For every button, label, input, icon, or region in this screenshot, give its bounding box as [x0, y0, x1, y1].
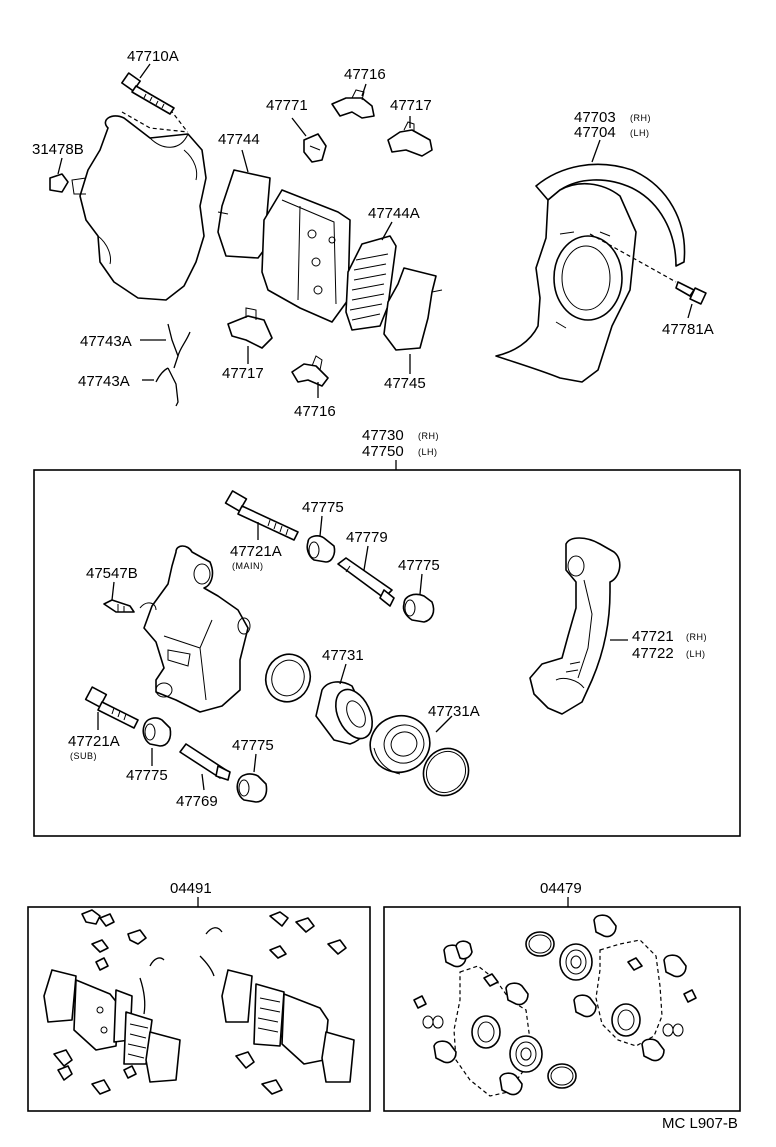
shim-47744A: [345, 235, 397, 331]
label-47721: 47721: [632, 628, 674, 645]
label-47775-d: 47775: [232, 737, 274, 754]
label-47704: 47704: [574, 124, 616, 141]
seal-kit-frame: [383, 906, 741, 1112]
label-47779: 47779: [346, 529, 388, 546]
bolt-47721A-sub: [84, 686, 139, 729]
bushing-47775-c: [142, 717, 172, 747]
piston-47731: [315, 681, 373, 745]
label-47775-c: 47775: [126, 767, 168, 784]
label-47721A-main: 47721A: [230, 543, 282, 560]
label-47710A: 47710A: [127, 48, 179, 65]
bolt-47710A: [121, 72, 175, 115]
snap-ring: [422, 747, 470, 797]
label-47722: 47722: [632, 645, 674, 662]
label-47716-bottom: 47716: [294, 403, 336, 420]
bushing-47775-b: [402, 593, 435, 623]
spring-47717-bottom: [227, 307, 273, 349]
label-47775-a: 47775: [302, 499, 344, 516]
label-47743A-b: 47743A: [78, 373, 130, 390]
label-47744: 47744: [218, 131, 260, 148]
shim-47745: [383, 267, 443, 351]
label-47731: 47731: [322, 647, 364, 664]
label-47730: 47730: [362, 427, 404, 444]
label-47769: 47769: [176, 793, 218, 810]
label-47721A-sub: 47721A: [68, 733, 120, 750]
label-47721-side: (RH): [686, 632, 707, 642]
label-47722-side: (LH): [686, 649, 706, 659]
bolt-47721A-main: [224, 490, 299, 541]
label-47771: 47771: [266, 97, 308, 114]
bushing-47775-d: [236, 773, 268, 803]
bushing-47775-a: [306, 535, 336, 563]
spring-47743A-b: [155, 367, 179, 407]
pad-kit-contents: [43, 909, 355, 1095]
label-47781A: 47781A: [662, 321, 714, 338]
spring-47716-bottom: [291, 355, 329, 387]
caliper-housing-outline: [71, 103, 207, 301]
label-47731A: 47731A: [428, 703, 480, 720]
label-47717-top: 47717: [390, 97, 432, 114]
disc-dust-cover: [495, 163, 686, 383]
label-47743A-a: 47743A: [80, 333, 132, 350]
bolt-47781A: [675, 281, 707, 305]
caliper-body: [139, 545, 251, 713]
label-04479: 04479: [540, 880, 582, 897]
pin-47779: [337, 557, 395, 607]
label-04491: 04491: [170, 880, 212, 897]
label-31478B: 31478B: [32, 141, 84, 158]
label-47704-side: (LH): [630, 128, 650, 138]
pad-kit-frame: [27, 906, 371, 1112]
pin-47769: [179, 743, 231, 781]
bleeder-47547B: [103, 599, 135, 613]
label-47750-side: (LH): [418, 447, 438, 457]
label-47730-side: (RH): [418, 431, 439, 441]
spring-47717-top: [387, 121, 433, 157]
shim-47744: [217, 169, 271, 259]
boot-47731A: [369, 714, 431, 775]
label-47750: 47750: [362, 443, 404, 460]
caliper-assembly-frame: [33, 469, 741, 837]
label-47745: 47745: [384, 375, 426, 392]
label-47744A: 47744A: [368, 205, 420, 222]
label-47703: 47703: [574, 109, 616, 126]
label-47717-bottom: 47717: [222, 365, 264, 382]
seal-kit-contents: [413, 914, 697, 1097]
torque-plate: [529, 537, 621, 715]
label-47547B: 47547B: [86, 565, 138, 582]
label-47703-side: (RH): [630, 113, 651, 123]
label-47721A-sub-note: (SUB): [70, 751, 97, 761]
footer-code: MC L907-B: [662, 1115, 738, 1132]
label-47775-b: 47775: [398, 557, 440, 574]
clip-47771: [303, 133, 327, 163]
spring-47743A-a: [167, 323, 191, 369]
nut-31478B: [49, 173, 69, 193]
label-47721A-main-note: (MAIN): [232, 561, 264, 571]
seal-ring: [264, 653, 312, 703]
brake-pad-assembly: [261, 189, 351, 323]
spring-47716-top: [331, 89, 375, 119]
label-47716-top: 47716: [344, 66, 386, 83]
